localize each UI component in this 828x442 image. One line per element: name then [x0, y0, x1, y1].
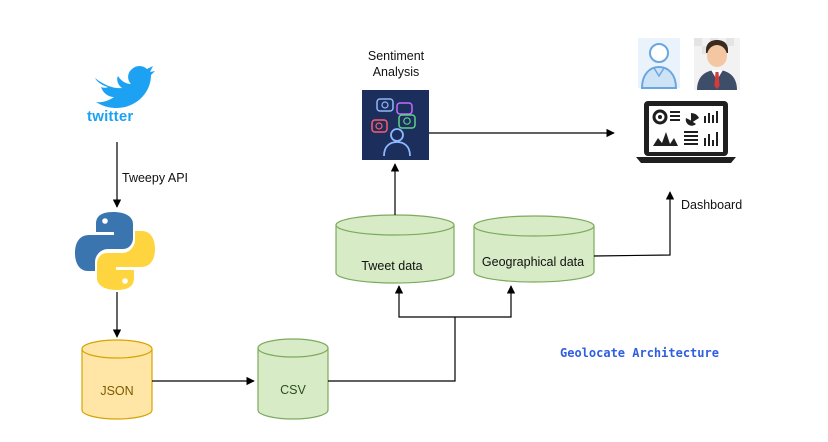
edge-csv-split [328, 317, 456, 382]
edge-geo-dashboard [593, 191, 675, 257]
csv-database[interactable] [257, 338, 329, 420]
edge-split-geo [455, 285, 516, 318]
user-avatar-icon [638, 38, 680, 89]
edge-label-tweepy-api: Tweepy API [122, 171, 189, 185]
sentiment-analysis-icon[interactable] [362, 90, 429, 160]
dashboard-laptop-icon[interactable] [636, 101, 736, 163]
dashboard-label: Dashboard [681, 198, 743, 212]
edge-split-tweet [394, 285, 455, 318]
twitter-wordmark: twitter [87, 108, 134, 125]
geographical-data-label: Geographical data [481, 255, 585, 269]
json-label: JSON [100, 384, 134, 398]
businessman-avatar-icon [694, 38, 740, 90]
twitter-bird-icon [95, 66, 155, 108]
sentiment-analysis-label: Sentiment Analysis [367, 49, 425, 79]
tweet-data-label: Tweet data [361, 259, 423, 273]
geographical-data-database[interactable] [473, 215, 595, 283]
csv-label: CSV [280, 383, 306, 397]
json-database[interactable] [81, 339, 153, 420]
python-logo-icon [75, 212, 155, 290]
diagram-title: Geolocate Architecture [560, 346, 719, 360]
